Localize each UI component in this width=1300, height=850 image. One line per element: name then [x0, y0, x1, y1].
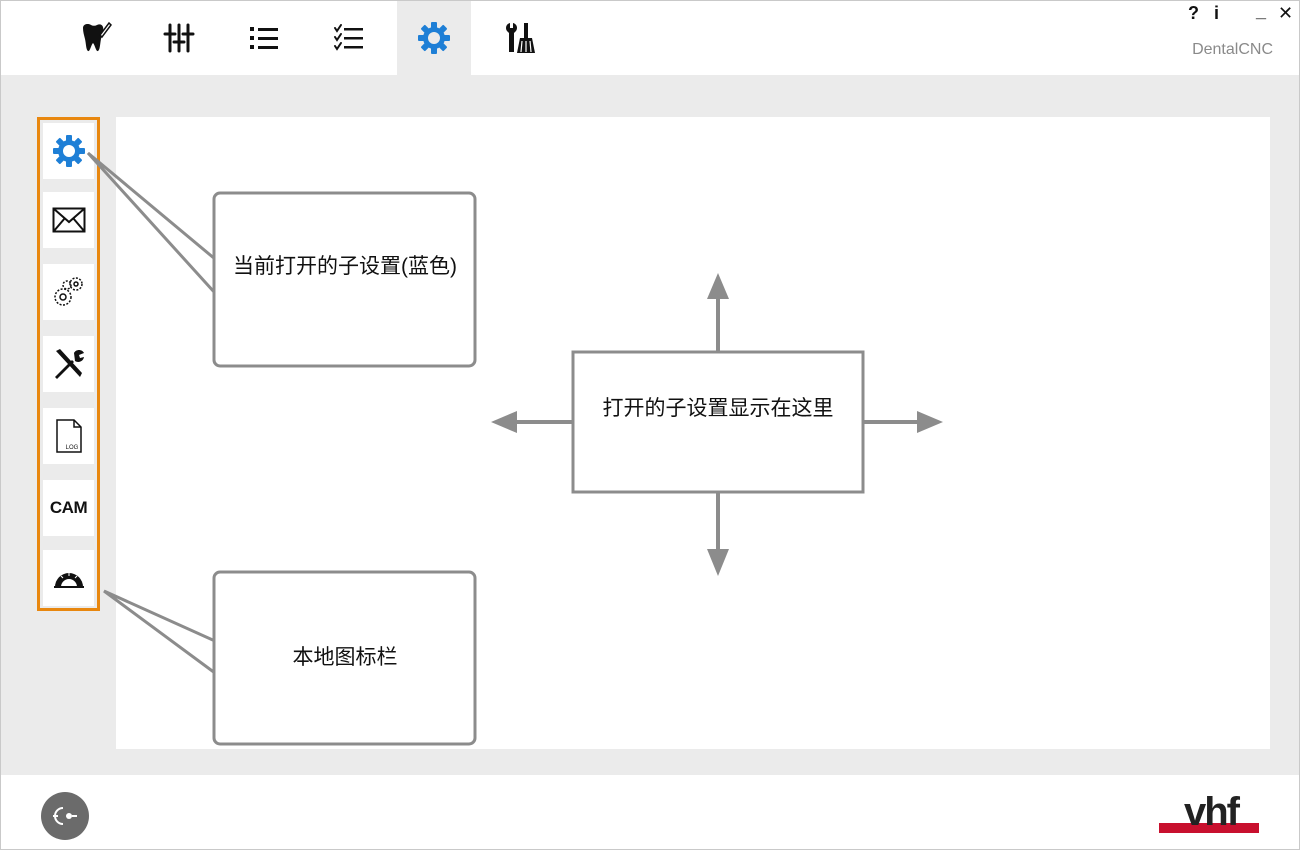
arrow-left-icon	[491, 411, 517, 433]
connection-button[interactable]	[41, 792, 89, 840]
gear-icon	[52, 135, 85, 167]
tab-checklist[interactable]	[312, 1, 386, 75]
wrench-brush-icon	[506, 23, 535, 53]
list-icon	[250, 27, 278, 49]
local-icon-bar: LOG CAM	[37, 117, 100, 611]
vhf-logo-text: vhf	[1184, 790, 1241, 834]
tab-sliders[interactable]	[142, 1, 216, 75]
side-btn-messages[interactable]	[43, 192, 94, 248]
plug-icon	[53, 807, 77, 825]
log-label: LOG	[65, 445, 78, 451]
top-toolbar: ? i _ ✕ DentalCNC	[1, 1, 1299, 75]
envelope-icon	[52, 207, 85, 233]
side-btn-machine[interactable]	[43, 264, 94, 320]
tab-settings[interactable]	[397, 1, 471, 75]
arrow-right-icon	[917, 411, 943, 433]
callout-local-icon-bar: 本地图标栏	[292, 646, 398, 669]
close-button[interactable]: ✕	[1278, 3, 1294, 23]
callout-box-current	[212, 191, 477, 368]
help-button[interactable]: ?	[1188, 3, 1199, 23]
side-btn-log[interactable]: LOG	[43, 408, 94, 464]
app-title: DentalCNC	[1192, 41, 1273, 58]
sliders-icon	[163, 23, 195, 53]
side-btn-tools[interactable]	[43, 336, 94, 392]
side-btn-cam[interactable]: CAM	[43, 480, 94, 536]
log-file-icon: LOG	[55, 419, 82, 453]
minimize-button[interactable]: _	[1256, 1, 1267, 21]
arrow-down-icon	[707, 549, 729, 576]
info-button[interactable]: i	[1214, 3, 1220, 23]
gears-icon	[53, 277, 83, 306]
cam-label: CAM	[49, 498, 88, 517]
callout-current-subsetting: 当前打开的子设置(蓝色)	[233, 255, 457, 278]
checklist-icon	[334, 24, 363, 51]
side-btn-settings[interactable]	[43, 123, 94, 179]
gear-icon	[418, 22, 450, 54]
bottom-bar: vhf	[1, 775, 1299, 849]
arrow-up-icon	[707, 273, 729, 299]
tools-icon	[54, 349, 84, 379]
vhf-logo: vhf	[1159, 790, 1259, 834]
callout-subsetting-area: 打开的子设置显示在这里	[602, 397, 834, 420]
tab-maintenance[interactable]	[483, 1, 557, 75]
tab-list[interactable]	[227, 1, 301, 75]
protractor-icon	[53, 573, 84, 588]
tab-tooth[interactable]	[58, 1, 132, 75]
callout-box-local	[212, 570, 477, 746]
tooth-tool-icon	[83, 21, 112, 52]
side-btn-protractor[interactable]	[43, 550, 94, 606]
